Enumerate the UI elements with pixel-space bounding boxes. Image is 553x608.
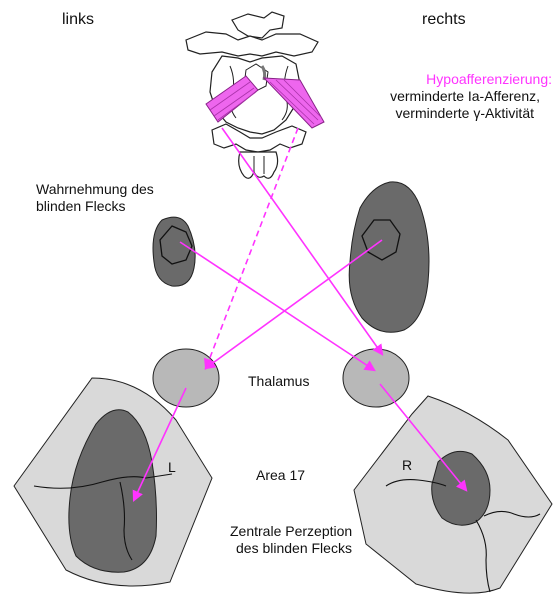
label-perception-line2: blinden Flecks [36,198,126,214]
label-perception-line1: Wahrnehmung des [36,181,154,197]
label-cortex-right: R [402,457,412,473]
label-reduced-ia-afferent: verminderte Ia-Afferenz, [390,88,540,104]
label-left-side: links [62,11,94,28]
label-reduced-gamma-activity: verminderte γ-Aktivität [396,105,535,121]
label-central-line2: des blinden Flecks [236,540,352,556]
label-central-line1: Zentrale Perzeption [230,523,352,539]
right-visual-field [349,182,429,332]
thalamus-left [153,349,219,407]
right-cortex-area-17: R [354,396,552,593]
left-cortex-area-17: L [14,378,212,586]
label-thalamus: Thalamus [248,373,309,389]
thalamus-right [343,349,409,407]
left-visual-field [153,217,195,286]
label-area-17: Area 17 [256,467,305,483]
label-hypoafferenzierung: Hypoafferenzierung: [426,71,552,87]
label-cortex-left: L [168,459,176,475]
label-right-side: rechts [422,11,466,28]
arrow-left-field-to-thalamus-right [180,242,374,370]
